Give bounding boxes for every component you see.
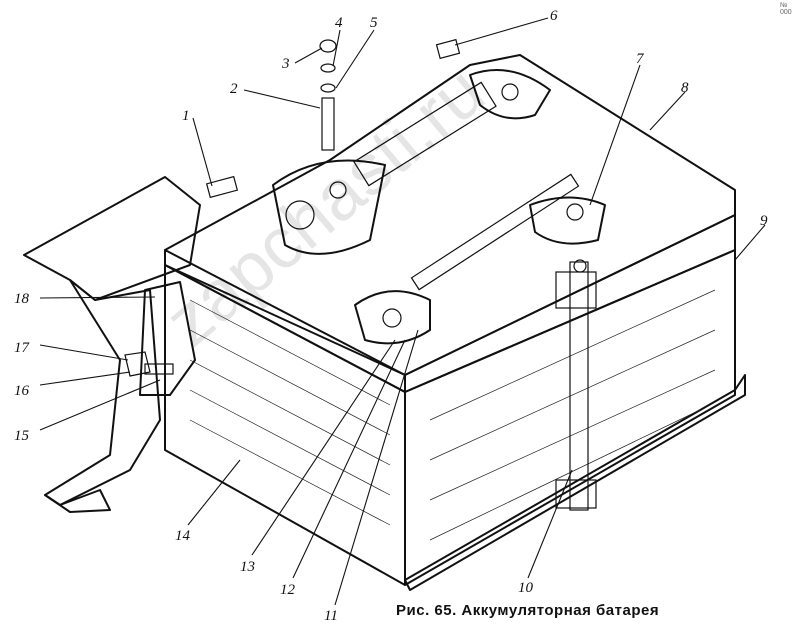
terminal-clamp-left [285, 200, 315, 230]
callout-13: 13 [240, 559, 255, 575]
nut-icon [319, 39, 337, 53]
nut-icon-17 [124, 351, 151, 377]
hold-down-rod [555, 259, 597, 511]
connector-bar [353, 81, 497, 187]
callout-10: 10 [518, 580, 534, 596]
corner-mark: № 000 [780, 2, 792, 16]
callout-8: 8 [681, 80, 689, 96]
callout-17: 17 [14, 340, 31, 356]
callout-11: 11 [324, 608, 338, 624]
callout-9: 9 [760, 213, 768, 229]
callout-2: 2 [230, 81, 238, 97]
callout-4: 4 [335, 15, 343, 31]
callout-1: 1 [182, 108, 190, 124]
callout-5: 5 [370, 15, 378, 31]
callout-15: 15 [14, 428, 30, 444]
figure-caption: Рис. 65. Аккумуляторная батарея [396, 602, 660, 619]
washer-icon [320, 83, 336, 93]
mounting-bracket [23, 176, 201, 513]
callout-7: 7 [636, 51, 645, 67]
stud-bolt [124, 38, 461, 377]
surface-texture [189, 289, 716, 541]
callouts: 1 2 3 4 5 6 7 8 9 10 11 12 13 14 15 16 1… [14, 8, 768, 624]
callout-12: 12 [280, 582, 296, 598]
washer-icon [320, 63, 336, 73]
callout-6: 6 [550, 8, 558, 24]
battery-case [164, 54, 746, 591]
callout-16: 16 [14, 383, 30, 399]
callout-18: 18 [14, 291, 30, 307]
callout-3: 3 [281, 56, 290, 72]
callout-14: 14 [175, 528, 191, 544]
terminal-cutouts [272, 69, 606, 345]
